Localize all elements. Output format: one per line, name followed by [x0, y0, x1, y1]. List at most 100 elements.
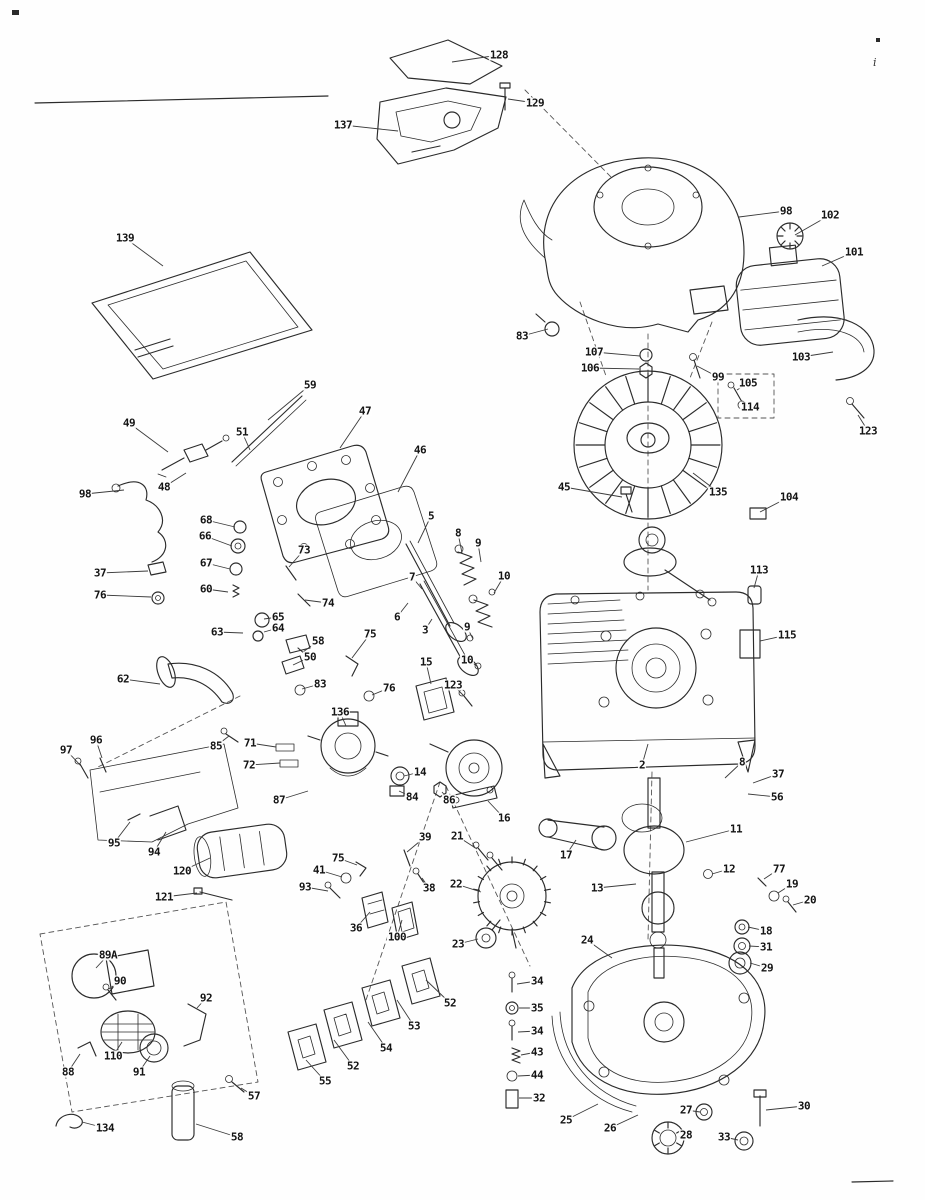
- leader-line-8: [724, 761, 743, 779]
- leader-line-48: [163, 472, 187, 488]
- leader-line-36: [355, 911, 371, 929]
- leader-line-11: [685, 828, 737, 843]
- cylinder-head-art: [260, 444, 390, 564]
- muffler-art: [193, 823, 288, 901]
- page-corner-mark: i: [873, 56, 877, 69]
- leader-line-20: [792, 899, 811, 906]
- leader-line-43: [520, 1051, 538, 1056]
- leader-line-135: [692, 472, 719, 493]
- leader-line-24: [586, 939, 613, 959]
- leader-line-30: [765, 1105, 805, 1111]
- starter-gear-art: [473, 856, 551, 949]
- leader-line-17: [565, 839, 577, 856]
- leader-line-93: [304, 886, 329, 892]
- valve-train-hardware-art: [147, 520, 313, 661]
- breather-plates-art: [171, 957, 441, 1141]
- oil-pan-hardware-art: [475, 919, 521, 1109]
- leader-line-88: [67, 1053, 81, 1073]
- leader-line-47: [339, 410, 366, 449]
- leader-line-71: [249, 742, 277, 748]
- leader-line-67: [205, 562, 231, 570]
- leader-line-65: [263, 616, 279, 620]
- leader-line-90: [108, 980, 121, 990]
- leader-line-15: [425, 661, 432, 685]
- push-rod-art: [231, 395, 307, 467]
- leader-line-26: [609, 1114, 639, 1129]
- leader-line-13: [596, 883, 637, 889]
- leader-line-57: [240, 1087, 255, 1097]
- leader-line-19: [777, 883, 793, 894]
- leader-line-121: [163, 892, 198, 898]
- leader-line-34: [517, 1030, 538, 1033]
- leader-line-18: [747, 926, 767, 932]
- leader-line-136: [339, 711, 347, 727]
- leader-line-74: [304, 599, 329, 604]
- leader-line-55: [305, 1059, 326, 1082]
- blower-housing-art: [519, 157, 745, 333]
- valves-art: [405, 540, 496, 676]
- leader-line-54: [367, 1021, 387, 1049]
- fuel-cap-art: [776, 222, 804, 250]
- leader-line-31: [748, 945, 767, 948]
- leader-line-107: [593, 351, 641, 357]
- leader-line-27: [685, 1109, 701, 1113]
- leader-line-76: [371, 687, 390, 696]
- leader-line-53: [396, 999, 415, 1027]
- leader-line-66: [204, 535, 233, 547]
- leader-line-44: [517, 1074, 538, 1077]
- leader-line-101: [821, 251, 855, 267]
- housing-hardware-art: [535, 313, 865, 419]
- leader-line-38: [421, 877, 430, 889]
- leader-line-120: [181, 857, 211, 872]
- oil-pan-art: [551, 944, 767, 1155]
- leader-line-104: [759, 496, 790, 513]
- leader-line-96: [95, 739, 103, 759]
- scan-marks-art: [12, 10, 894, 1183]
- flywheel-art: [573, 370, 723, 520]
- leader-line-58: [302, 640, 319, 653]
- crankshaft-art: [538, 777, 797, 979]
- leader-line-128: [451, 54, 500, 63]
- governor-spool-art: [623, 507, 767, 659]
- leader-line-123: [857, 414, 869, 432]
- bracket-panel-art: [74, 743, 239, 843]
- leader-line-8: [457, 532, 463, 554]
- leader-line-37: [99, 570, 149, 574]
- leader-line-86: [441, 791, 450, 801]
- leader-line-62: [122, 678, 161, 685]
- leader-line-14: [403, 771, 421, 777]
- leader-line-94: [153, 831, 167, 853]
- cover-plate-art: [91, 251, 313, 380]
- leader-line-46: [397, 449, 421, 493]
- leader-line-98: [738, 210, 787, 218]
- leader-line-23: [457, 938, 479, 945]
- leader-line-99: [696, 365, 719, 378]
- leader-line-89A: [95, 954, 109, 969]
- leader-line-9: [477, 542, 482, 563]
- leader-line-76: [99, 594, 152, 598]
- leader-line-29: [749, 962, 768, 969]
- leader-line-139: [124, 237, 164, 267]
- leader-line-22: [455, 883, 482, 893]
- leader-line-106: [589, 367, 640, 370]
- leader-line-41: [318, 869, 343, 878]
- leader-line-39: [406, 836, 426, 853]
- leader-line-49: [128, 422, 169, 453]
- fuel-tank-art: [735, 244, 845, 346]
- leader-line-45: [563, 486, 623, 498]
- leader-line-6: [396, 602, 409, 618]
- leader-line-37: [752, 773, 779, 784]
- leader-line-10: [493, 575, 505, 594]
- leader-line-100: [396, 919, 403, 938]
- leader-line-137: [342, 124, 399, 132]
- leader-line-83: [301, 683, 321, 690]
- leader-line-9: [466, 626, 474, 640]
- leader-line-91: [138, 1055, 151, 1073]
- leader-line-21: [456, 835, 478, 850]
- leader-line-92: [196, 997, 207, 1009]
- leader-line-25: [565, 1103, 599, 1121]
- leader-line-2: [641, 743, 649, 766]
- leader-line-95: [113, 821, 131, 844]
